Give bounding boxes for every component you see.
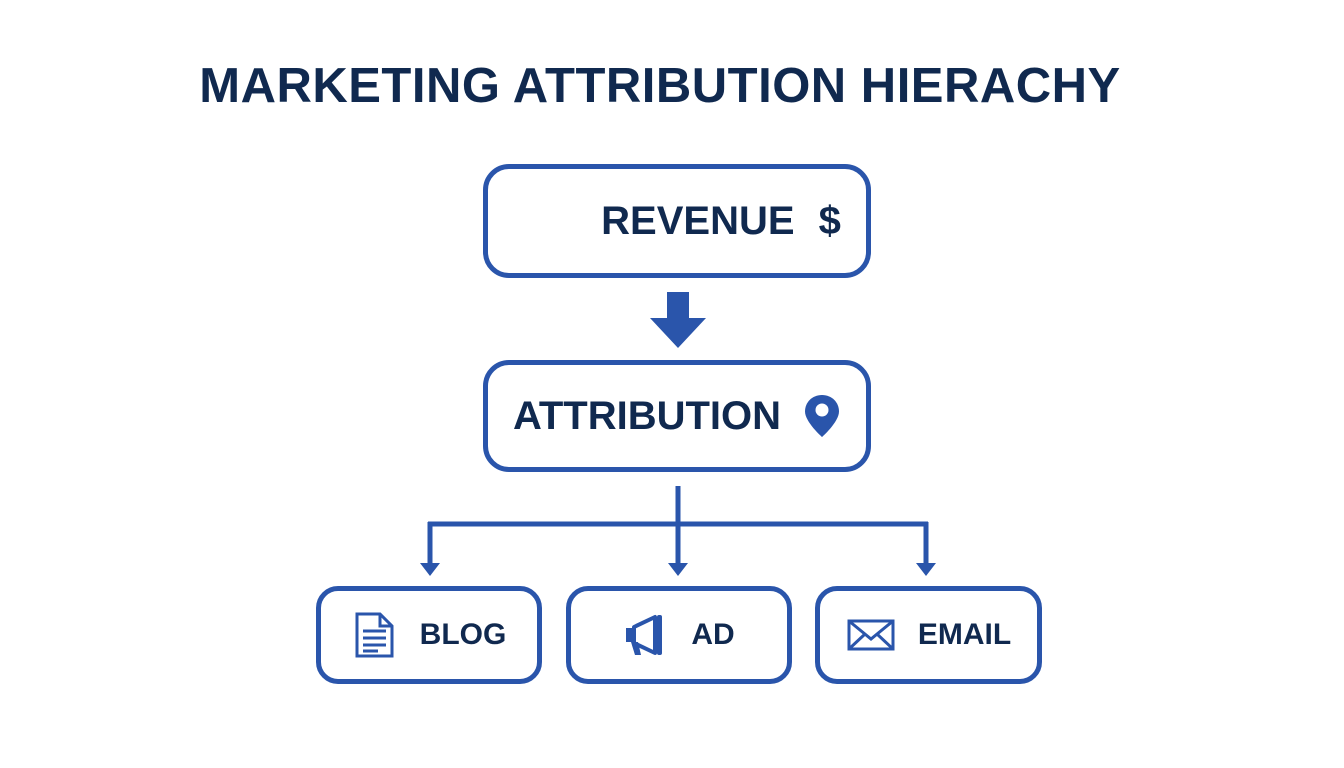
dollar-icon: $ — [818, 198, 841, 243]
megaphone-icon — [626, 615, 663, 655]
blog-label: BLOG — [419, 618, 507, 651]
attribution-label: ATTRIBUTION — [512, 393, 782, 438]
document-icon — [355, 612, 394, 658]
revenue-to-attribution-arrow — [650, 292, 706, 348]
blog-node: BLOG — [316, 586, 542, 684]
blog-arrowhead — [420, 563, 440, 576]
revenue-node: REVENUE $ — [483, 164, 871, 278]
attribution-node: ATTRIBUTION — [483, 360, 871, 472]
revenue-label: REVENUE — [601, 198, 795, 243]
email-node: EMAIL — [815, 586, 1042, 684]
diagram-title: MARKETING ATTRIBUTION HIERACHY — [199, 59, 1121, 113]
email-arrowhead — [916, 563, 936, 576]
ad-label: AD — [691, 618, 735, 651]
ad-node: AD — [566, 586, 792, 684]
map-pin-icon — [805, 395, 840, 437]
email-label: EMAIL — [917, 618, 1012, 651]
ad-arrowhead — [668, 563, 688, 576]
envelope-icon — [847, 619, 895, 651]
